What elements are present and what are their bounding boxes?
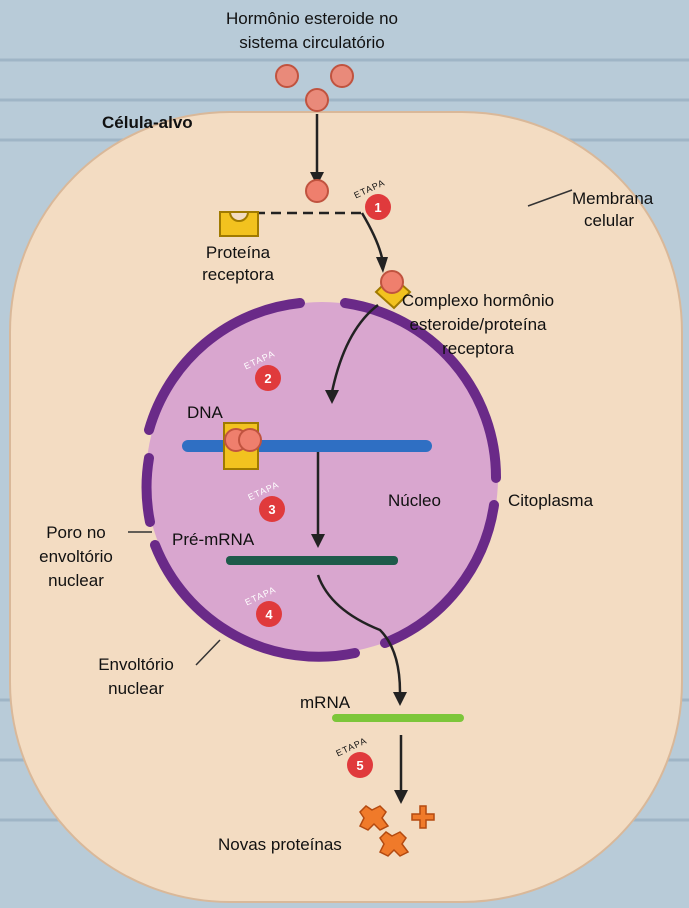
dna-bound-complex (224, 423, 261, 469)
svg-text:5: 5 (356, 758, 363, 773)
new-proteins-label: Novas proteínas (218, 835, 342, 854)
receptor-label-line2: receptora (202, 265, 274, 284)
hormone-molecule (306, 89, 328, 111)
mrna-label: mRNA (300, 693, 351, 712)
dna-label: DNA (187, 403, 224, 422)
pre-mrna-strand (226, 556, 398, 565)
cytoplasm-label: Citoplasma (508, 491, 594, 510)
dna-strand (182, 440, 432, 452)
svg-text:4: 4 (265, 607, 273, 622)
hormone-in-cell (306, 180, 328, 202)
hormone-label-line1: Hormônio esteroide no (226, 9, 398, 28)
complex-label-line1: Complexo hormônio (402, 291, 554, 310)
membrane-label-line1: Membrana (572, 189, 654, 208)
nucleus-label: Núcleo (388, 491, 441, 510)
complex-label-line2: esteroide/proteína (409, 315, 547, 334)
hormone-molecule (276, 65, 298, 87)
envelope-label-line1: Envoltório (98, 655, 174, 674)
svg-text:1: 1 (374, 200, 381, 215)
receptor-label-line1: Proteína (206, 243, 271, 262)
complex-label-line3: receptora (442, 339, 514, 358)
hormone-label-line2: sistema circulatório (239, 33, 385, 52)
pore-label-line3: nuclear (48, 571, 104, 590)
target-cell-label: Célula-alvo (102, 113, 193, 132)
mrna-strand (332, 714, 464, 722)
hormone-molecule (331, 65, 353, 87)
pore-label-line1: Poro no (46, 523, 106, 542)
pore-label-line2: envoltório (39, 547, 113, 566)
svg-text:3: 3 (268, 502, 275, 517)
envelope-label-line2: nuclear (108, 679, 164, 698)
membrane-label-line2: celular (584, 211, 634, 230)
svg-text:2: 2 (264, 371, 271, 386)
pre-mrna-label: Pré-mRNA (172, 530, 255, 549)
hormone-molecules (276, 65, 353, 111)
